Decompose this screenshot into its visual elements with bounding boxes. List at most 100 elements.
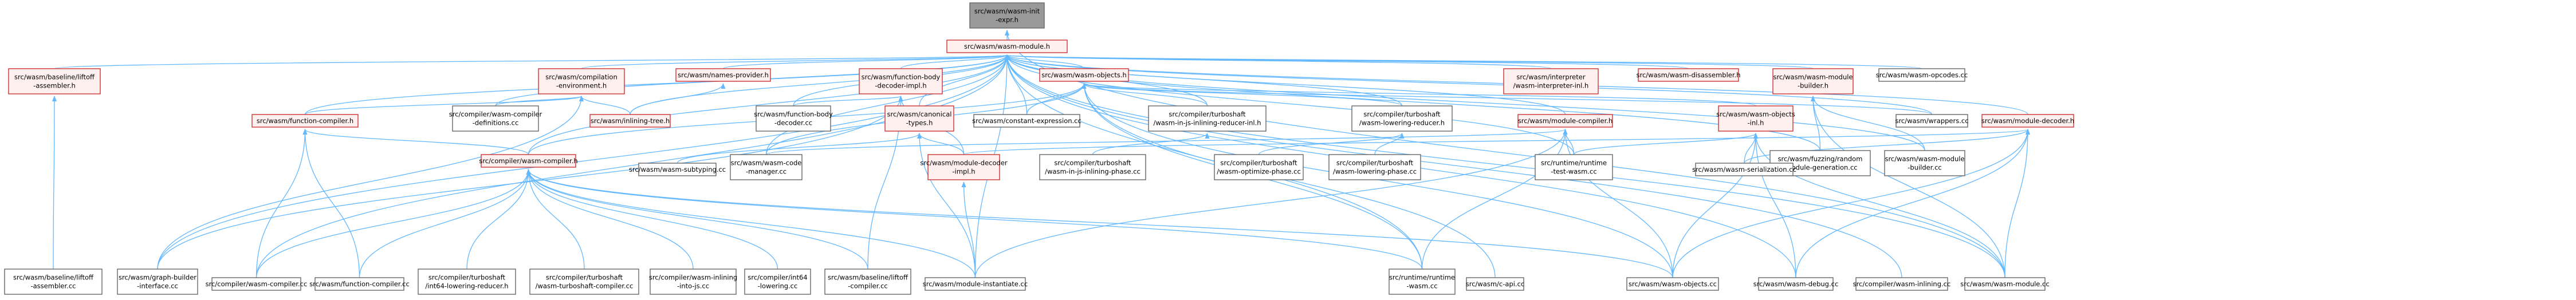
dependency-edge — [1421, 129, 1568, 270]
graph-node-n25[interactable]: src/wasm/wasm-module-builder.cc — [1884, 150, 1965, 176]
graph-node-n11[interactable]: src/wasm/wasm-opcodes.cc — [1876, 68, 1968, 82]
node-label: src/wasm/baseline/liftoff — [828, 274, 909, 282]
graph-node-n1[interactable]: src/wasm/wasm-module.h — [946, 40, 1068, 53]
dependency-edge — [1005, 54, 1902, 278]
node-box — [1626, 277, 1719, 291]
node-label: src/wasm/module-instantiate.cc — [923, 280, 1028, 288]
graph-node-n2[interactable]: src/wasm/baseline/liftoff-assembler.h — [8, 68, 101, 94]
graph-node-n3[interactable]: src/wasm/baseline/liftoff-assembler.cc — [4, 269, 103, 295]
graph-node-n10[interactable]: src/wasm/wasm-module-builder.h — [1772, 68, 1854, 94]
graph-node-n17[interactable]: src/wasm/constant-expression.cc — [972, 114, 1081, 128]
graph-node-n50[interactable]: src/wasm/wasm-module.cc — [1960, 277, 2050, 291]
node-box — [638, 163, 717, 176]
dependency-edge — [1082, 83, 1756, 106]
node-label: -decoder-impl.h — [875, 82, 926, 90]
graph-node-n8[interactable]: src/wasm/interpreter/wasm-interpreter-in… — [1503, 68, 1599, 94]
graph-node-n34[interactable]: src/wasm/wasm-serialization.cc — [1692, 163, 1796, 176]
graph-node-n37[interactable]: src/compiler/wasm-compiler.cc — [206, 277, 308, 291]
node-box — [1964, 277, 2046, 291]
node-box — [1718, 105, 1794, 132]
node-label: -interface.cc — [137, 282, 178, 290]
node-label: src/wasm/wasm-serialization.cc — [1692, 165, 1796, 173]
graph-node-n19[interactable]: src/compiler/turboshaft/wasm-lowering-re… — [1351, 105, 1453, 132]
node-box — [756, 105, 831, 132]
graph-node-n30[interactable]: src/compiler/turboshaft/wasm-in-js-inlin… — [1039, 154, 1146, 180]
node-label: /wasm-interpreter-inl.h — [1513, 82, 1589, 90]
dependency-edge — [1082, 83, 1933, 115]
node-label: src/wasm/fuzzing/random — [1778, 155, 1863, 163]
node-label: src/wasm/wasm-module — [1773, 73, 1853, 81]
dependency-edge — [302, 129, 529, 155]
graph-node-n4[interactable]: src/wasm/compilation-environment.h — [538, 68, 625, 94]
graph-node-n20[interactable]: src/wasm/module-compiler.h — [1517, 114, 1613, 128]
dependency-edge — [359, 169, 531, 278]
graph-node-n29[interactable]: src/wasm/module-decoder-impl.h — [920, 154, 1008, 180]
graph-node-n6[interactable]: src/wasm/function-body-decoder-impl.h — [859, 68, 943, 94]
node-box — [650, 269, 737, 295]
node-label: src/wasm/wasm-module.h — [964, 42, 1050, 50]
graph-node-n5[interactable]: src/wasm/names-provider.h — [675, 68, 771, 82]
dependency-edge — [302, 129, 360, 278]
dependency-edge — [526, 169, 976, 278]
graph-node-n46[interactable]: src/wasm/c-api.cc — [1466, 277, 1525, 291]
graph-node-n16[interactable]: src/wasm/canonical-types.h — [884, 105, 954, 132]
node-box — [1517, 114, 1613, 128]
dependency-edge — [917, 133, 965, 155]
graph-node-n44[interactable]: src/wasm/module-instantiate.cc — [923, 277, 1028, 291]
dependency-edge — [52, 96, 57, 270]
graph-node-n13[interactable]: src/compiler/wasm-compiler-definitions.c… — [449, 105, 542, 132]
node-box — [1895, 114, 1968, 128]
dependency-edge — [1374, 133, 1405, 155]
graph-node-n7[interactable]: src/wasm/wasm-objects.h — [1039, 68, 1129, 82]
node-label: -impl.h — [953, 168, 976, 176]
node-label: /int64-lowering-reducer.h — [425, 282, 508, 290]
dependency-edge — [1573, 133, 1758, 155]
graph-node-n18[interactable]: src/compiler/turboshaft/wasm-in-js-inlin… — [1148, 105, 1267, 132]
dependency-edge — [54, 54, 1009, 69]
graph-node-n36[interactable]: src/wasm/graph-builder-interface.cc — [117, 269, 198, 295]
graph-node-n9[interactable]: src/wasm/wasm-disassembler.h — [1637, 68, 1741, 82]
node-label: src/compiler/wasm-inlining.cc — [1853, 280, 1951, 288]
graph-node-n47[interactable]: src/wasm/wasm-objects.cc — [1626, 277, 1719, 291]
dependency-edge — [1092, 133, 1210, 155]
node-label: src/wasm/wasm-module — [1885, 155, 1964, 163]
node-box — [481, 154, 576, 168]
graph-node-n45[interactable]: src/runtime/runtime-wasm.cc — [1389, 269, 1456, 295]
dependency-edge — [677, 133, 922, 164]
graph-node-n15[interactable]: src/wasm/function-body-decoder.cc — [754, 105, 833, 132]
graph-node-n0[interactable]: src/wasm/wasm-init-expr.h — [969, 2, 1045, 29]
graph-node-n23[interactable]: src/wasm/module-decoder.h — [1981, 114, 2074, 128]
graph-node-n14[interactable]: src/wasm/inlining-tree.h — [589, 114, 671, 128]
graph-node-n33[interactable]: src/runtime/runtime-test-wasm.cc — [1535, 154, 1613, 180]
node-box — [529, 269, 639, 295]
graph-node-n38[interactable]: src/wasm/function-compiler.cc — [309, 277, 410, 291]
graph-node-n32[interactable]: src/compiler/turboshaft/wasm-lowering-ph… — [1328, 154, 1421, 180]
graph-node-n22[interactable]: src/wasm/wrappers.cc — [1895, 114, 1969, 128]
graph-node-n39[interactable]: src/compiler/turboshaft/int64-lowering-r… — [418, 269, 516, 295]
dependency-edge — [255, 54, 1009, 278]
dependency-edge — [1795, 129, 2030, 278]
graph-node-n27[interactable]: src/wasm/wasm-subtyping.cc — [629, 163, 726, 176]
node-label: src/wasm/module-compiler.h — [1518, 117, 1613, 125]
node-label: src/compiler/turboshaft — [428, 274, 506, 282]
node-label: /wasm-in-js-inlining-phase.cc — [1045, 168, 1140, 176]
node-label: src/wasm/baseline/liftoff — [13, 274, 94, 282]
graph-node-n28[interactable]: src/wasm/wasm-code-manager.cc — [730, 154, 803, 180]
graph-node-n21[interactable]: src/wasm/wasm-objects-inl.h — [1716, 105, 1795, 132]
dependency-edge — [526, 169, 868, 270]
graph-node-n43[interactable]: src/wasm/baseline/liftoff-compiler.cc — [824, 269, 911, 295]
dependency-edge — [526, 169, 1423, 270]
node-label: src/compiler/turboshaft — [546, 274, 623, 282]
graph-node-n42[interactable]: src/compiler/int64-lowering.cc — [744, 269, 811, 295]
graph-node-n26[interactable]: src/compiler/wasm-compiler.h — [479, 154, 578, 168]
graph-node-n12[interactable]: src/wasm/function-compiler.h — [251, 114, 359, 128]
node-label: src/compiler/wasm-inlining — [649, 274, 737, 282]
graph-node-n48[interactable]: src/wasm/wasm-debug.cc — [1753, 277, 1839, 291]
graph-node-n49[interactable]: src/compiler/wasm-inlining.cc — [1853, 277, 1951, 291]
node-label: src/wasm/wasm-subtyping.cc — [629, 165, 726, 173]
node-box — [1039, 68, 1129, 82]
graph-node-n40[interactable]: src/compiler/turboshaft/wasm-turboshaft-… — [529, 269, 639, 295]
graph-node-n31[interactable]: src/compiler/turboshaft/wasm-optimize-ph… — [1214, 154, 1304, 180]
graph-node-n41[interactable]: src/compiler/wasm-inlining-into-js.cc — [649, 269, 737, 295]
node-label: src/wasm/module-decoder.h — [1981, 117, 2074, 125]
